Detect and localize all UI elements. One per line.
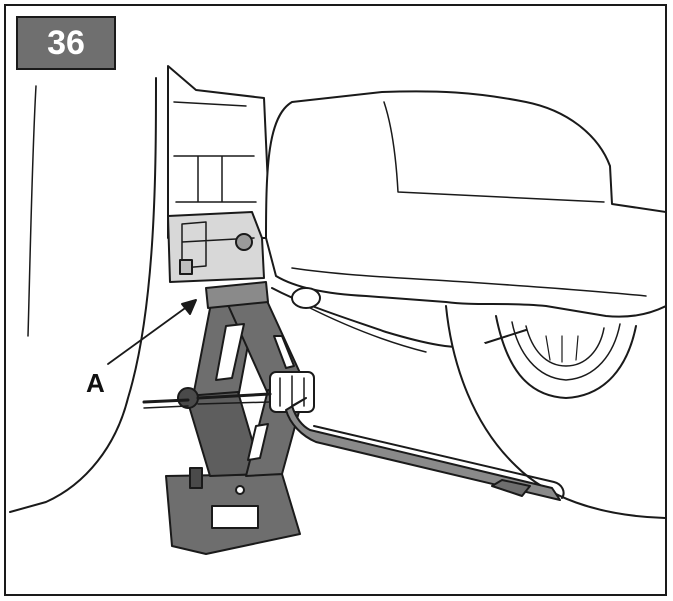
tire-outer [445, 305, 665, 519]
jack-base-slot [211, 505, 259, 529]
handle-hook [491, 479, 531, 497]
jack-screw-shaft [142, 392, 272, 404]
tire-inner-arc [495, 315, 637, 399]
jack-screw-shaft-edge [143, 401, 271, 409]
callout-leader-line [107, 305, 189, 365]
sill-panel-lines [173, 101, 257, 203]
jack-end-clip [189, 467, 203, 489]
step-number: 36 [47, 24, 85, 62]
crossmember-lower [305, 305, 427, 353]
jack-pivot-left [177, 387, 199, 409]
mount-bushing [291, 287, 321, 309]
wheel-hub-lines [545, 335, 579, 363]
step-number-badge: 36 [16, 16, 116, 70]
instruction-illustration-frame: 36 A [4, 4, 667, 596]
underbody-ridge [291, 267, 647, 297]
underbody-panel [265, 90, 665, 318]
wheel-rim-arc-2 [525, 325, 605, 367]
jack-saddle [205, 281, 269, 309]
bracket-bolt [235, 233, 253, 251]
scissor-jack [142, 281, 315, 555]
callout-arrowhead [181, 299, 197, 315]
handle-bar-outline [285, 397, 561, 501]
fender-edge [27, 85, 37, 337]
jack-screw-block-detail [279, 375, 305, 409]
jack-handle [285, 397, 565, 501]
bracket-clip [179, 259, 193, 275]
jack-arm-cutout-3 [273, 335, 295, 369]
jack-placement-illustration [9, 65, 665, 555]
wheel-rim-arc-1 [511, 321, 621, 381]
jack-arm-cutout-2 [247, 423, 269, 461]
jack-base-hole [235, 485, 245, 495]
underbody-step [383, 101, 605, 203]
callout-label-a: A [86, 368, 105, 398]
wheel-arch-curve [9, 77, 157, 513]
handle-bar-top [313, 425, 565, 499]
jack-arm-cutout-1 [215, 323, 245, 381]
